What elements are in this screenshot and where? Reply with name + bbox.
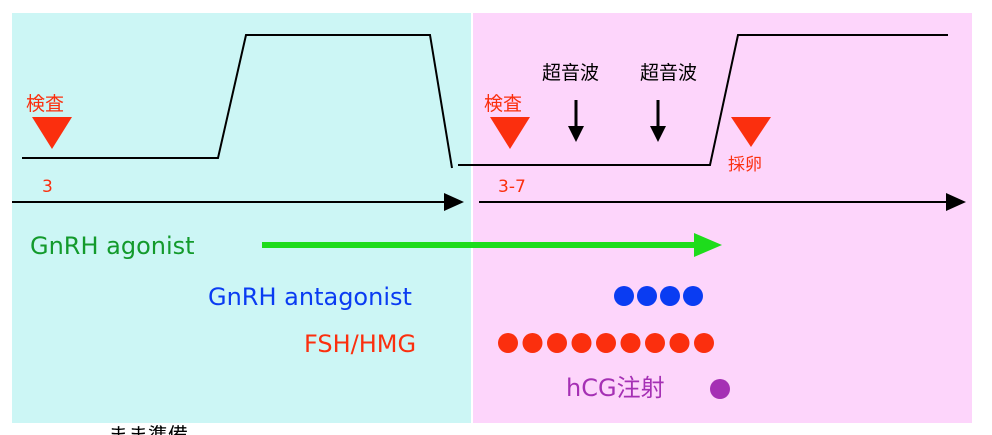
hcg-dose-dot xyxy=(710,379,730,399)
day-label-1: 3 xyxy=(42,177,53,197)
ultrasound-arrowhead-1 xyxy=(568,126,584,142)
antagonist-dose-dot xyxy=(614,286,634,306)
agonist-duration-arrowhead xyxy=(694,233,722,257)
fsh-hmg-dose-dot xyxy=(669,333,690,353)
test-label-1: 検査 xyxy=(26,93,64,115)
test-label-2: 検査 xyxy=(484,93,522,115)
time-axis-1-arrowhead xyxy=(444,193,464,211)
fsh-hmg-dose-dots xyxy=(498,333,714,353)
fsh-hmg-dose-dot xyxy=(547,333,567,353)
hormone-level-curve-1 xyxy=(22,34,453,169)
fsh-hmg-dose-dot xyxy=(571,333,592,353)
antagonist-label: GnRH antagonist xyxy=(208,283,412,311)
antagonist-dose-dot xyxy=(683,286,703,306)
time-axis-2-arrowhead xyxy=(946,193,966,211)
fsh-hmg-dose-dot xyxy=(596,333,616,353)
hcg-label: hCG注射 xyxy=(566,374,665,402)
test-marker-2 xyxy=(490,117,530,149)
first-cycle-panel xyxy=(12,13,472,423)
hcg-dose-dot xyxy=(710,379,730,399)
fsh-hmg-dose-dot xyxy=(522,333,543,353)
ultrasound-arrowhead-2 xyxy=(650,126,666,142)
fsh-hmg-label: FSH/HMG xyxy=(304,330,416,358)
fsh-hmg-dose-dot xyxy=(645,333,665,353)
antagonist-dose-dot xyxy=(660,286,680,306)
fsh-hmg-dose-dot xyxy=(498,333,518,353)
ultrasound-label-2: 超音波 xyxy=(640,62,697,84)
test-marker-1 xyxy=(32,117,72,149)
egg-retrieval-marker xyxy=(731,117,771,147)
antagonist-dose-dots xyxy=(614,286,703,306)
day-label-2: 3-7 xyxy=(498,177,526,197)
hormone-level-curve-2 xyxy=(458,34,948,166)
second-cycle-panel xyxy=(472,13,972,423)
egg-retrieval-label: 採卵 xyxy=(728,155,762,175)
antagonist-dose-dot xyxy=(637,286,657,306)
footer-text: まま準備 xyxy=(108,423,188,435)
agonist-label: GnRH agonist xyxy=(30,232,195,260)
fsh-hmg-dose-dot xyxy=(620,333,641,353)
ultrasound-label-1: 超音波 xyxy=(542,62,599,84)
fsh-hmg-dose-dot xyxy=(694,333,714,353)
